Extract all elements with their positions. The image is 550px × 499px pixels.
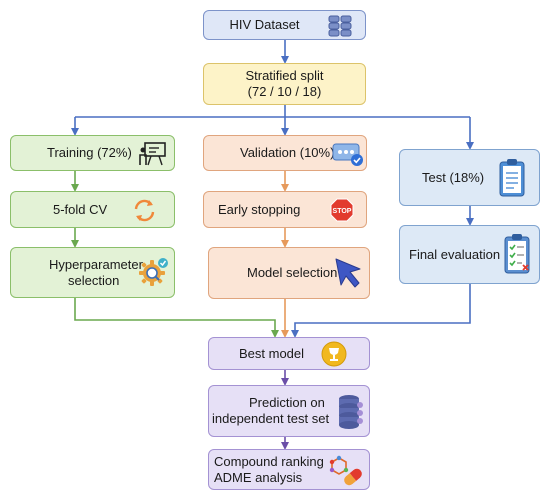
- gear-check-icon: [139, 258, 168, 286]
- edge-hyper-best: [74, 297, 279, 338]
- node-hyperparameter-selection: Hyperparameter selection: [10, 247, 175, 298]
- node-stratified-split: Stratified split (72 / 10 / 18): [203, 63, 366, 105]
- node-5fold-cv: 5-fold CV: [10, 191, 175, 228]
- node-hyper-line1: Hyperparameter: [49, 256, 143, 272]
- trophy-icon: [321, 341, 347, 367]
- node-split-line2: (72 / 10 / 18): [247, 84, 322, 99]
- node-validation-label: Validation (10%): [240, 145, 335, 160]
- edge-final-best: [291, 283, 471, 338]
- checklist-icon: [504, 234, 530, 274]
- node-prediction: Prediction on independent test set: [208, 385, 370, 437]
- node-test: Test (18%): [399, 149, 540, 206]
- node-rank-line1: Compound ranking: [214, 453, 324, 469]
- node-test-label: Test (18%): [422, 169, 485, 185]
- refresh-icon: [134, 199, 155, 222]
- database-stack-icon: [339, 395, 363, 429]
- node-hiv-dataset-label: HIV Dataset: [229, 17, 300, 32]
- node-training: Training (72%): [10, 135, 175, 171]
- node-training-label: Training (72%): [47, 145, 132, 160]
- node-early-label: Early stopping: [218, 201, 301, 217]
- database-icon: [328, 15, 352, 37]
- node-modelsel-label: Model selection: [247, 265, 338, 280]
- molecule-pill-icon: [329, 455, 362, 486]
- clipboard-icon: [499, 159, 525, 197]
- node-compound-ranking: Compound ranking ADME analysis: [208, 449, 370, 490]
- node-hyper-line2: selection: [68, 272, 120, 288]
- node-early-stopping: Early stopping STOP: [203, 191, 367, 228]
- node-final-evaluation: Final evaluation: [399, 225, 540, 284]
- node-split-line1: Stratified split: [245, 68, 324, 83]
- teaching-board-icon: [139, 142, 166, 166]
- cursor-arrow-icon: [335, 258, 361, 288]
- node-hiv-dataset: HIV Dataset: [203, 10, 366, 40]
- node-cv-label: 5-fold CV: [53, 201, 108, 217]
- stop-sign-text: STOP: [333, 208, 352, 215]
- chat-check-icon: [332, 143, 363, 166]
- stop-sign-icon: STOP: [330, 198, 354, 222]
- node-pred-line2: independent test set: [212, 411, 330, 426]
- node-final-label: Final evaluation: [409, 246, 501, 262]
- node-rank-line2: ADME analysis: [214, 469, 303, 485]
- node-pred-line1: Prediction on: [249, 395, 325, 410]
- node-best-model: Best model: [208, 337, 370, 370]
- node-model-selection: Model selection: [208, 247, 370, 299]
- node-validation: Validation (10%): [203, 135, 367, 171]
- node-best-label: Best model: [239, 345, 305, 361]
